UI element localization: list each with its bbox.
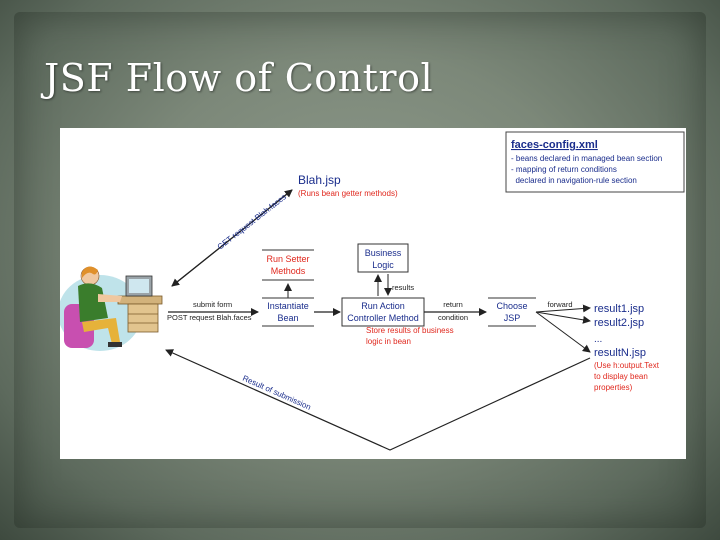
- desk-top: [117, 295, 163, 305]
- blah-jsp-label: Blah.jsp: [298, 173, 341, 187]
- person-arm: [98, 294, 122, 302]
- choose-line-1: Choose: [496, 301, 527, 311]
- run-setter-line-1: Run Setter: [266, 254, 309, 264]
- business-line-1: Business: [365, 248, 402, 258]
- choose-jsp-box: Choose JSP: [488, 297, 536, 327]
- user-at-computer-illustration: [60, 266, 163, 351]
- faces-config-heading: faces-config.xml: [511, 139, 598, 151]
- resultN-label: resultN.jsp: [594, 347, 646, 359]
- business-line-2: Logic: [372, 260, 394, 270]
- forward-label: forward: [547, 300, 572, 309]
- blah-jsp-note: (Runs bean getter methods): [298, 189, 398, 198]
- return-condition-label-2: condition: [438, 313, 468, 322]
- instantiate-bean-box: Instantiate Bean: [262, 297, 314, 327]
- faces-config-line-2: - mapping of return conditions: [511, 165, 617, 174]
- faces-config-note: faces-config.xml - beans declared in man…: [505, 131, 685, 193]
- choose-line-2: JSP: [504, 313, 521, 323]
- get-request-label: GET request Blah.faces: [216, 192, 288, 251]
- run-setter-box: Run Setter Methods: [262, 249, 314, 281]
- slide-title: JSF Flow of Control: [44, 56, 434, 100]
- resultN-note-line-1: (Use h:output.Text: [594, 361, 660, 370]
- desk-drawers: [127, 303, 159, 333]
- monitor-screen: [129, 279, 149, 293]
- results-label: results: [392, 283, 414, 292]
- result-of-submission-label: Result of submission: [241, 374, 312, 412]
- result2-label: result2.jsp: [594, 317, 644, 329]
- run-action-line-1: Run Action: [361, 301, 405, 311]
- forward-arrow-1: [535, 304, 591, 313]
- post-request-label: POST request Blah.faces: [167, 313, 252, 322]
- instantiate-line-2: Bean: [277, 313, 298, 323]
- run-action-box: Run Action Controller Method: [341, 297, 425, 327]
- resultN-note-line-2: to display bean: [594, 372, 648, 381]
- submit-form-label: submit form: [193, 300, 232, 309]
- return-condition-label-1: return: [443, 300, 463, 309]
- forward-arrow-2: [535, 311, 591, 324]
- get-response-arrow: [171, 189, 293, 287]
- store-note-line-2: logic in bean: [366, 337, 411, 346]
- flow-diagram: faces-config.xml - beans declared in man…: [60, 128, 686, 459]
- result1-label: result1.jsp: [594, 303, 644, 315]
- forward-arrow-n: [535, 311, 591, 353]
- flow-diagram-svg: faces-config.xml - beans declared in man…: [60, 131, 685, 451]
- person-hair: [82, 266, 98, 278]
- run-setter-line-2: Methods: [271, 266, 306, 276]
- run-action-line-2: Controller Method: [347, 313, 419, 323]
- person-legs: [82, 318, 120, 344]
- faces-config-line-1: - beans declared in managed bean section: [511, 154, 662, 163]
- instantiate-line-1: Instantiate: [267, 301, 309, 311]
- result-of-submission-arrow: [165, 349, 591, 451]
- faces-config-note-border: [505, 131, 685, 193]
- faces-config-line-3: declared in navigation-rule section: [511, 176, 637, 185]
- results-ellipsis: ...: [594, 334, 602, 345]
- business-logic-box: Business Logic: [357, 243, 409, 273]
- store-note-line-1: Store results of business: [366, 326, 454, 335]
- person-shirt: [78, 283, 108, 322]
- resultN-note-line-3: properties): [594, 383, 633, 392]
